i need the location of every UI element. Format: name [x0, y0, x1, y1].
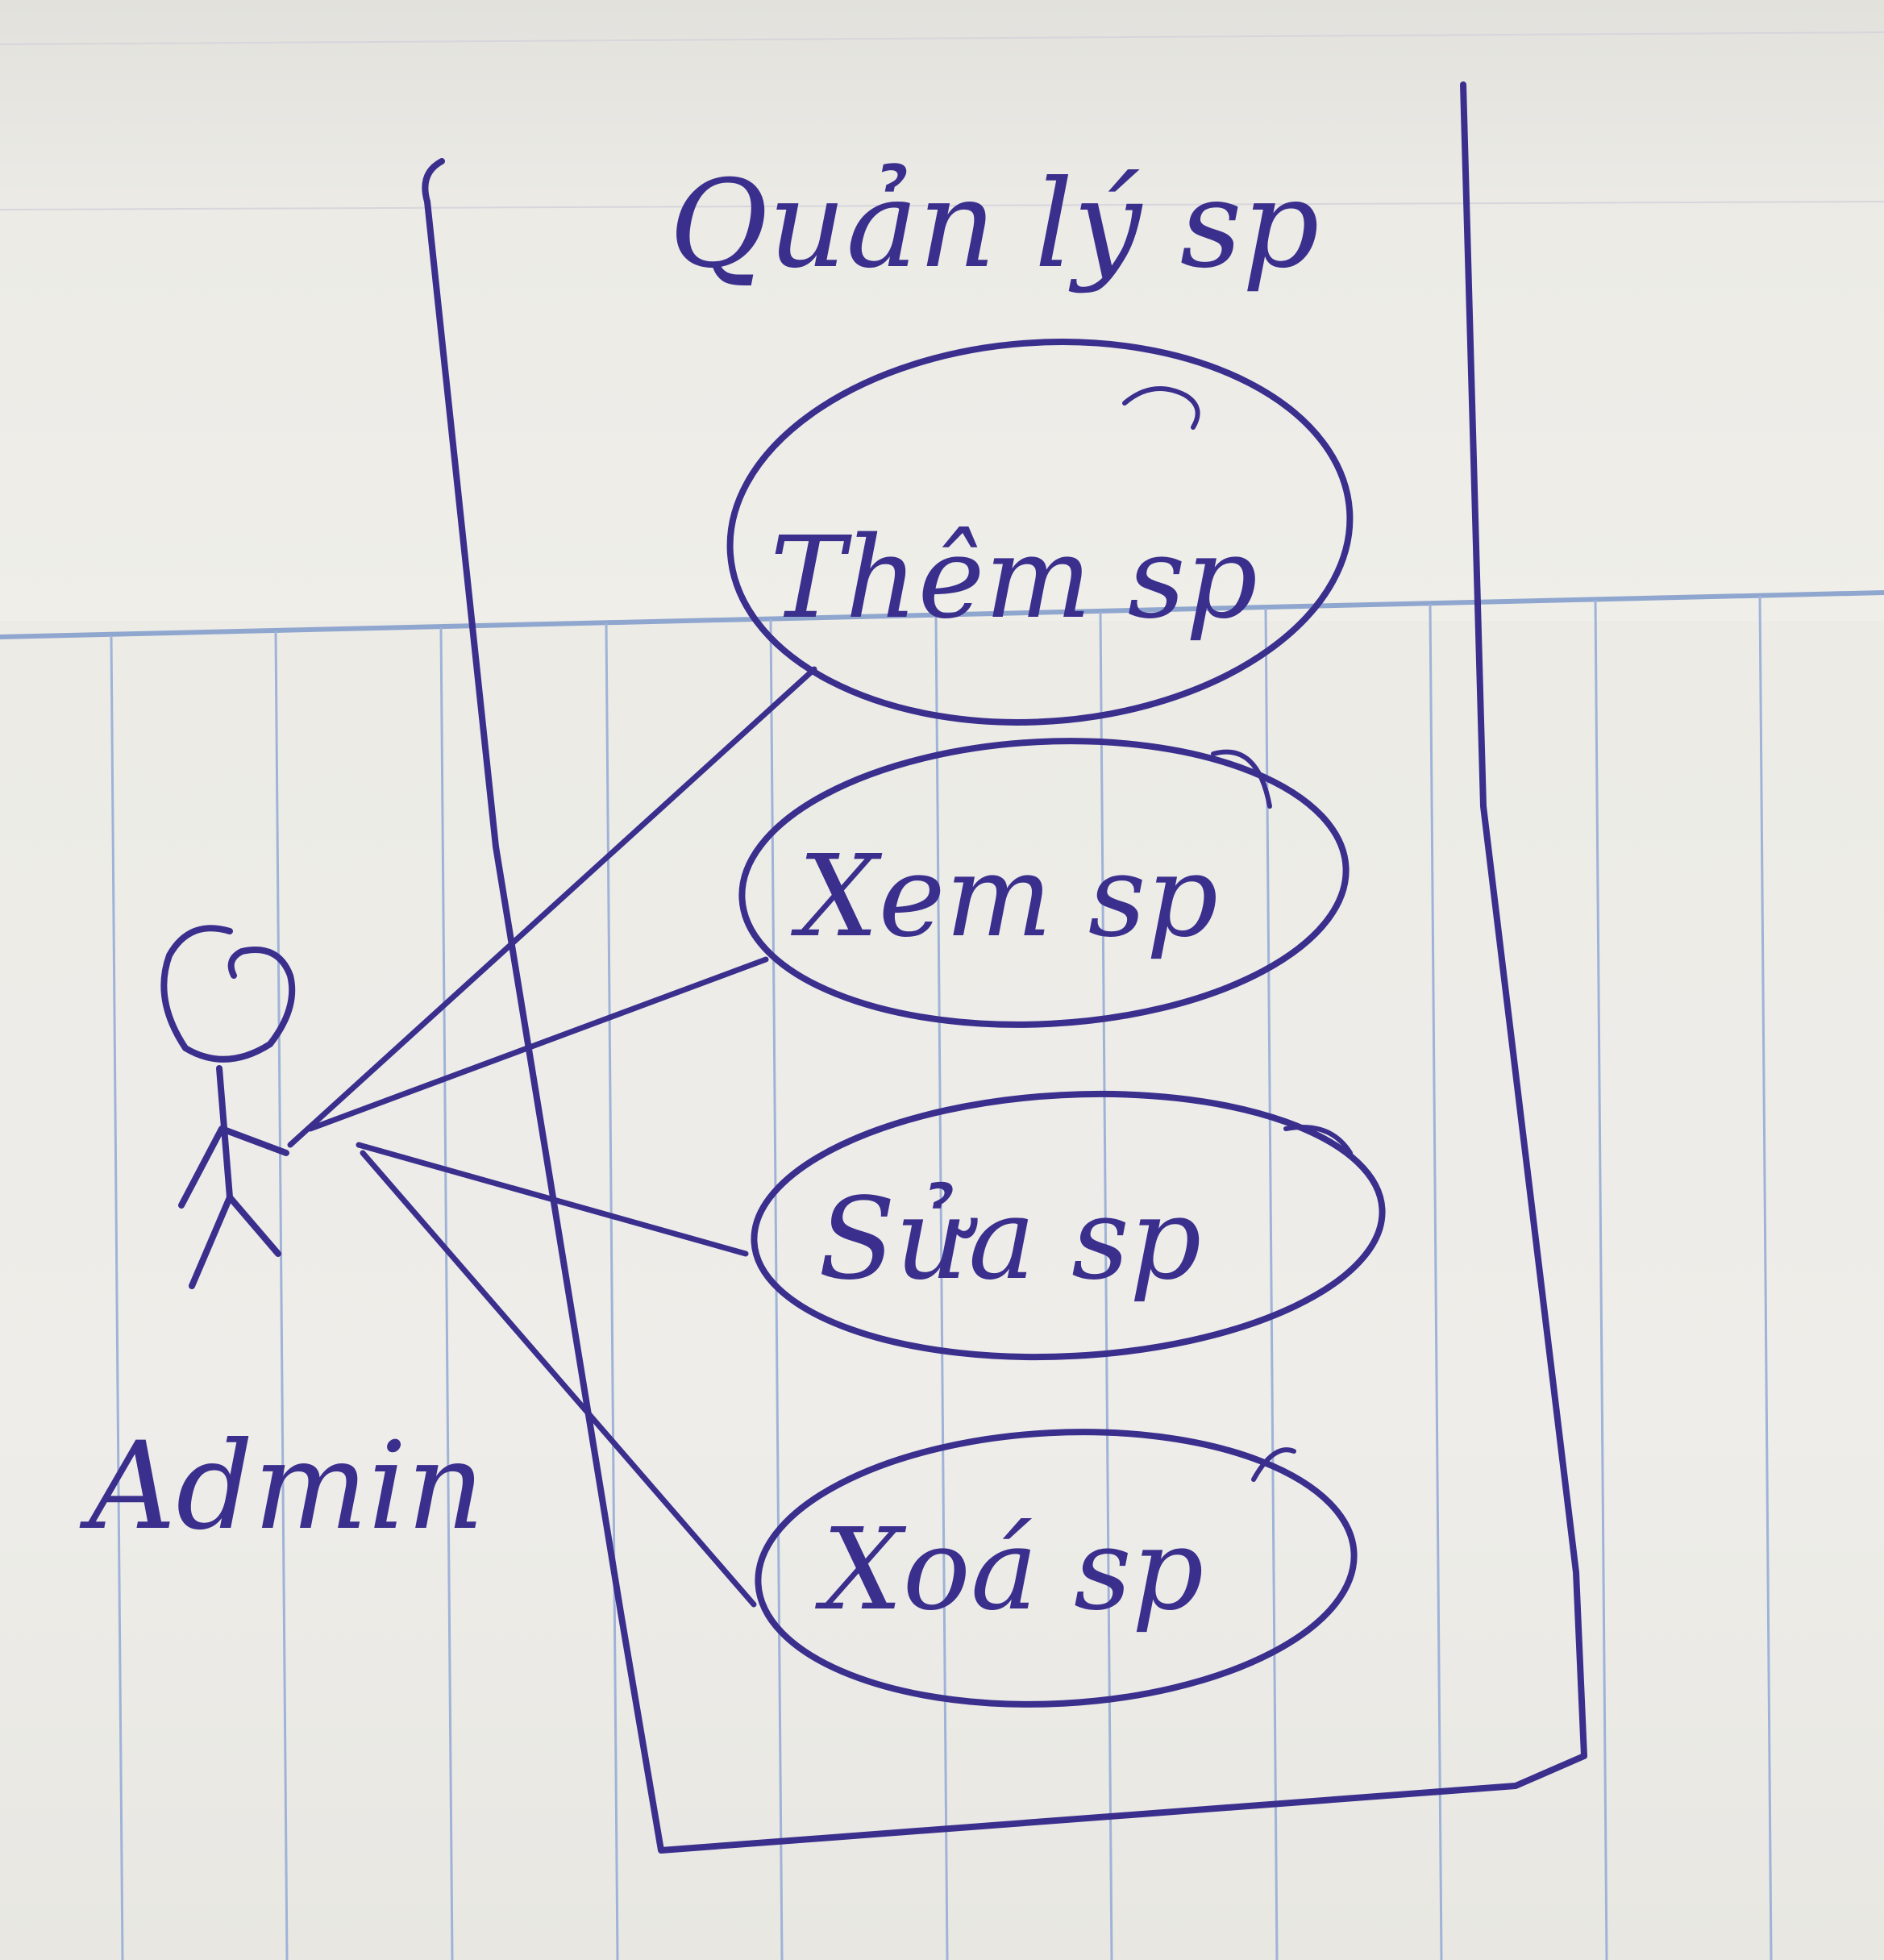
association-them-sp [287, 666, 817, 1148]
association-xem-sp [307, 956, 769, 1132]
use-case-xoa-sp-ellipse [755, 1429, 1358, 1708]
use-case-xem-sp-ellipse [738, 738, 1350, 1028]
actor-head [160, 925, 296, 1063]
system-boundary [422, 81, 1587, 1854]
use-case-xem-sp-label: Xem sp [790, 831, 1218, 963]
use-case-them-sp-ellipse [726, 339, 1354, 726]
actor-stick-figure [160, 925, 296, 1289]
system-title: Quản lý sp [669, 155, 1320, 295]
actor-label: Admin [79, 1417, 485, 1557]
actor-legs [189, 1194, 281, 1289]
use-case-sua-sp-ellipse [751, 1090, 1386, 1361]
use-case-sua-sp-flourish [1283, 1125, 1353, 1155]
actor-arms [178, 1126, 289, 1209]
association-xoa-sp [360, 1150, 757, 1608]
use-case-xoa-sp-flourish [1251, 1447, 1296, 1482]
use-case-them-sp-label: Thêm sp [770, 513, 1258, 644]
use-case-xem-sp-flourish [1211, 749, 1272, 809]
association-sua-sp [356, 1142, 749, 1257]
use-case-xoa-sp-label: Xoá sp [814, 1504, 1204, 1636]
paper-top-page [0, 0, 1884, 621]
use-case-sua-sp-label: Sửa sp [818, 1174, 1202, 1305]
use-case-them-sp-flourish [1122, 386, 1200, 430]
